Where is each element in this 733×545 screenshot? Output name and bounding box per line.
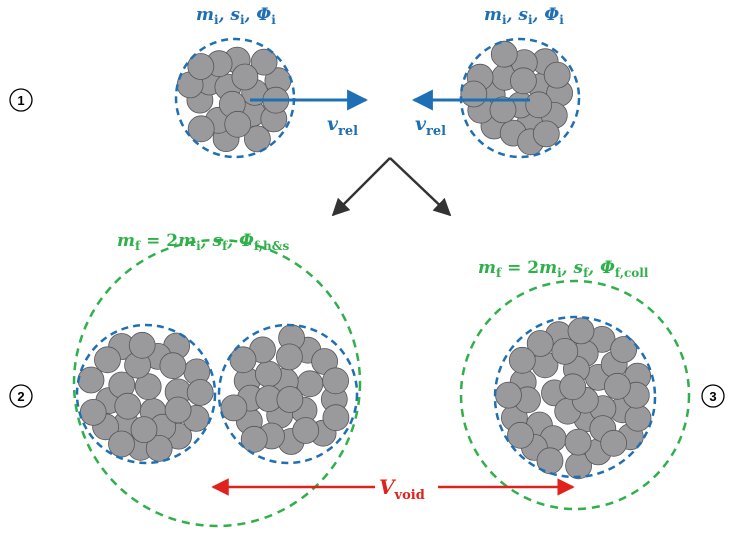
collapsed-particle bbox=[495, 381, 522, 409]
svg-text:1: 1 bbox=[17, 93, 24, 108]
initial-right-particle bbox=[543, 61, 571, 89]
hit-stick-left-particle bbox=[145, 434, 173, 462]
boundary-initial-left bbox=[174, 37, 296, 159]
label-final-collapse: mf = 2mi, sf, Φf,coll bbox=[478, 258, 649, 280]
boundary-collapsed-final bbox=[459, 279, 691, 511]
initial-left-particle bbox=[250, 48, 278, 76]
initial-left-particle bbox=[243, 125, 271, 153]
initial-left-particle bbox=[187, 53, 215, 80]
case-badge-1: 1 bbox=[9, 88, 33, 112]
collapsed-particle bbox=[624, 404, 652, 432]
collapsed-particle bbox=[564, 428, 592, 456]
collapsed-particle bbox=[610, 336, 637, 363]
hit-stick-left-particle bbox=[114, 392, 142, 420]
initial-right-particle bbox=[525, 91, 553, 119]
hit-stick-left-particle bbox=[108, 430, 135, 458]
initial-right-particle bbox=[510, 67, 537, 95]
label-void-volume: Vvoid bbox=[379, 475, 425, 503]
initial-left-particle bbox=[224, 110, 252, 138]
initial-right-particle bbox=[460, 80, 488, 108]
hit-stick-left-particle bbox=[134, 373, 162, 401]
aggregate-initial-left bbox=[176, 46, 292, 153]
label-velocity-left: vrel bbox=[327, 113, 358, 139]
boundary-hit-stick-a bbox=[75, 323, 217, 465]
hit-stick-right-particle bbox=[275, 343, 303, 371]
aggregate-hit-stick-right bbox=[220, 324, 350, 455]
aggregate-hit-stick-left bbox=[77, 331, 214, 462]
hit-stick-left-particle bbox=[79, 398, 107, 426]
hit-stick-left-particle bbox=[159, 352, 187, 380]
collapsed-particle bbox=[600, 429, 628, 457]
aggregate-collapsed bbox=[495, 317, 652, 480]
boundary-collapsed-inner bbox=[493, 315, 657, 479]
label-final-hit-stick: mf = 2mi, sf, Φf,h&s bbox=[117, 231, 290, 253]
label-initial-right: mi, si, Φi bbox=[484, 5, 564, 27]
collapsed-particle bbox=[559, 373, 587, 401]
hit-stick-right-particle bbox=[322, 404, 350, 432]
collapsed-particle bbox=[567, 317, 595, 345]
hit-stick-right-particle bbox=[229, 346, 257, 374]
boundary-initial-right bbox=[459, 37, 581, 159]
initial-left-particle bbox=[231, 63, 259, 91]
collapsed-particle bbox=[604, 372, 631, 400]
collapsed-particle bbox=[551, 337, 579, 365]
svg-text:2: 2 bbox=[17, 389, 24, 404]
svg-text:3: 3 bbox=[709, 389, 716, 404]
aggregate-initial-right bbox=[460, 40, 573, 156]
case-badge-3: 3 bbox=[701, 384, 725, 408]
case-badge-2: 2 bbox=[9, 384, 33, 408]
label-initial-left: mi, si, Φi bbox=[196, 5, 276, 27]
initial-left-particle bbox=[187, 115, 215, 143]
hit-stick-right-particle bbox=[240, 425, 268, 453]
collapsed-particle bbox=[507, 421, 534, 449]
hit-stick-right-particle bbox=[220, 394, 248, 422]
boundary-hit-stick-b bbox=[217, 323, 359, 465]
branch-arrow-left bbox=[331, 157, 391, 217]
hit-stick-right-particle bbox=[276, 386, 304, 413]
collapsed-particle bbox=[508, 346, 536, 374]
initial-right-particle bbox=[532, 120, 560, 148]
branch-arrow-right bbox=[389, 157, 452, 217]
hit-stick-left-particle bbox=[128, 331, 156, 359]
boundary-hit-stick-final bbox=[72, 238, 362, 528]
hit-stick-left-particle bbox=[94, 346, 121, 374]
hit-stick-right-particle bbox=[292, 417, 320, 444]
initial-right-particle bbox=[490, 40, 518, 68]
hit-stick-left-particle bbox=[130, 416, 158, 444]
initial-right-particle bbox=[489, 96, 517, 124]
hit-stick-right-particle bbox=[322, 367, 350, 395]
label-velocity-right: vrel bbox=[415, 113, 446, 139]
hit-stick-right-particle bbox=[254, 360, 282, 388]
hit-stick-left-particle bbox=[164, 396, 192, 424]
hit-stick-left-particle bbox=[186, 379, 214, 406]
collapsed-particle bbox=[526, 330, 554, 357]
